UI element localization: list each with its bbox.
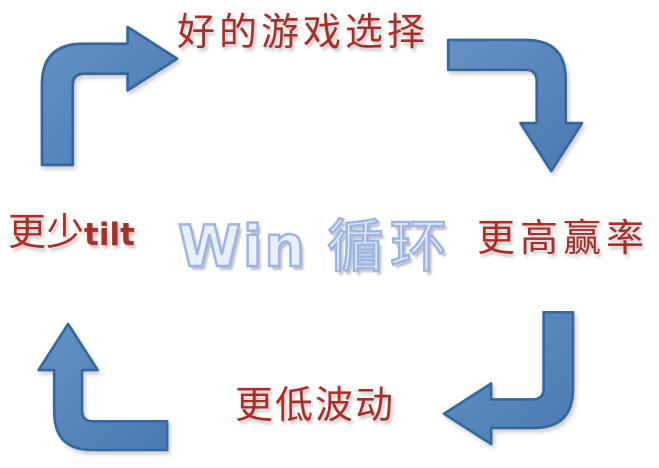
node-good-game-selection: 好的游戏选择 [177,12,430,54]
bent-arrow-down-then-left-icon [442,310,575,446]
center-title-en: Win [177,213,307,282]
node-less-tilt-zh: 更少 [8,212,85,254]
center-title: Win 循环 [177,213,453,282]
node-lower-variance: 更低波动 [235,385,396,427]
node-less-tilt: 更少tilt [8,212,135,256]
center-title-zh: 循环 [326,215,453,281]
bent-arrow-up-then-right-icon [40,25,179,167]
node-higher-win-rate: 更高赢率 [477,218,650,260]
bent-arrow-right-then-down-icon [446,38,584,173]
bent-arrow-left-then-up-icon [37,322,169,452]
node-less-tilt-en: tilt [84,217,135,253]
